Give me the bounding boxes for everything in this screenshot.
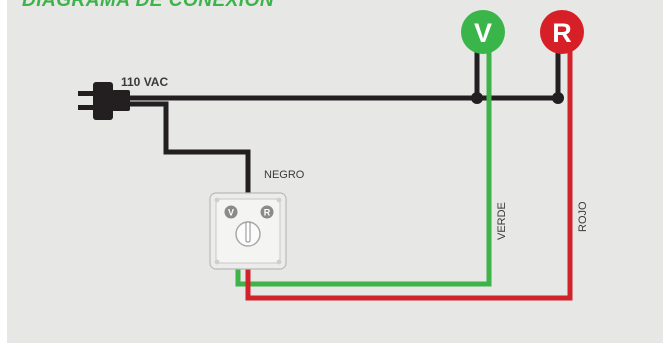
green-indicator-letter: V [474, 18, 492, 48]
switch-red-position-badge [260, 205, 274, 219]
switch-red-letter: R [264, 208, 271, 218]
red-indicator-light [540, 10, 584, 54]
black-indicator-wires [474, 48, 561, 98]
switch-green-position-badge [224, 205, 238, 219]
green-indicator-light [461, 10, 505, 54]
junction-dot-green [471, 92, 483, 104]
black-wire-label: NEGRO [264, 169, 305, 181]
plug-icon [78, 82, 130, 120]
green-wire-label: VERDE [496, 202, 508, 240]
red-wire [245, 48, 573, 301]
black-main-wire [128, 95, 558, 196]
selector-switch [209, 192, 287, 270]
green-wire [235, 48, 492, 287]
voltage-label: 110 VAC [121, 75, 168, 89]
junction-dot-red [552, 92, 564, 104]
red-wire-label: ROJO [577, 201, 589, 232]
diagram-title: DIAGRAMA DE CONEXION [22, 0, 275, 11]
switch-green-letter: V [228, 208, 234, 218]
red-indicator-letter: R [552, 18, 572, 48]
